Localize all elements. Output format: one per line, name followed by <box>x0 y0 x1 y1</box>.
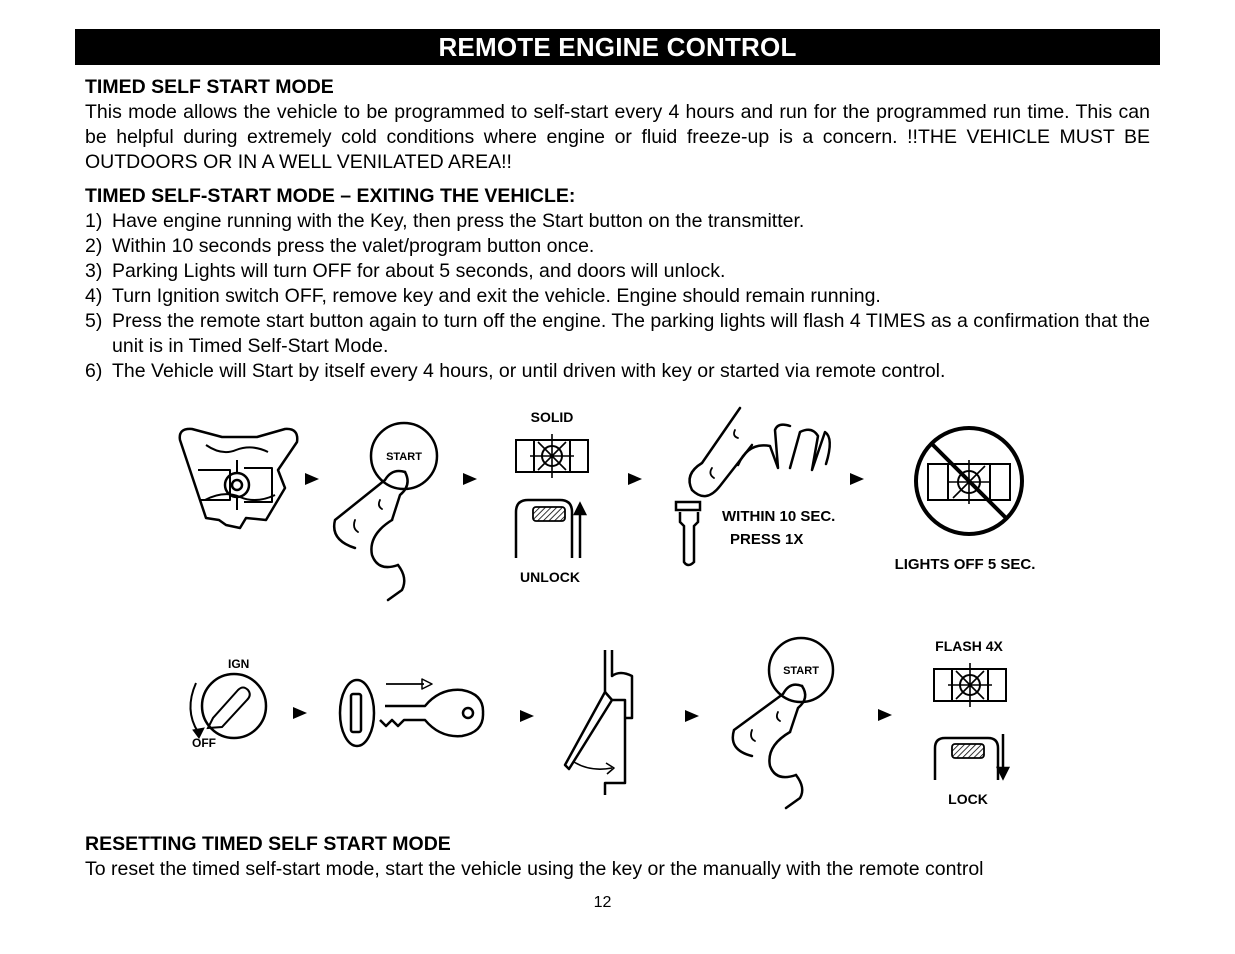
valet-button-icon <box>674 500 702 567</box>
step-text: Turn Ignition switch OFF, remove key and… <box>112 285 881 307</box>
step-number: 6) <box>85 360 103 382</box>
key-remove-icon <box>338 678 485 748</box>
arrow-right-icon <box>628 473 642 485</box>
list-item: 5) Press the remote start button again to… <box>85 309 1150 359</box>
engine-icon <box>178 427 299 530</box>
reset-body: To reset the timed self-start mode, star… <box>85 858 984 880</box>
list-item: 2) Within 10 seconds press the valet/prog… <box>85 234 1150 259</box>
step-text: Have engine running with the Key, then p… <box>112 210 805 232</box>
flash-label: FLASH 4X <box>935 638 1003 654</box>
ign-label: IGN <box>228 657 249 671</box>
list-item: 6) The Vehicle will Start by itself every… <box>85 359 1150 384</box>
intro-body: This mode allows the vehicle to be progr… <box>85 101 1150 173</box>
list-item: 3) Parking Lights will turn OFF for about… <box>85 259 1150 284</box>
start-button-label: START <box>783 665 819 677</box>
step-number: 3) <box>85 260 103 282</box>
unlock-label: UNLOCK <box>520 569 580 585</box>
arrow-right-icon <box>520 710 534 722</box>
step-text: Press the remote start button again to t… <box>112 310 1150 357</box>
page-number: 12 <box>593 894 612 911</box>
pressing-finger-icon <box>688 406 831 498</box>
step-number: 5) <box>85 310 103 332</box>
step-number: 2) <box>85 235 103 257</box>
solid-label: SOLID <box>531 409 574 425</box>
procedure-diagram: START SOLID UNLOCK WITHIN 10 SEC. PRESS … <box>178 406 1036 810</box>
arrow-right-icon <box>878 709 892 721</box>
lights-off-icon <box>914 426 1024 536</box>
arrow-right-icon <box>850 473 864 485</box>
parking-light-icon <box>933 663 1007 707</box>
intro-heading: TIMED SELF START MODE <box>85 76 334 98</box>
start-button-label: START <box>386 451 422 463</box>
list-item: 1) Have engine running with the Key, then… <box>85 209 1150 234</box>
arrow-right-icon <box>685 710 699 722</box>
press-label: PRESS 1X <box>730 531 803 548</box>
lights-off-label: LIGHTS OFF 5 SEC. <box>895 556 1036 573</box>
ignition-switch-icon <box>189 672 268 740</box>
step-text: Within 10 seconds press the valet/progra… <box>112 235 595 257</box>
within-label: WITHIN 10 SEC. <box>722 508 835 525</box>
arrow-right-icon <box>305 473 319 485</box>
exit-steps-list: 1) Have engine running with the Key, then… <box>85 209 1150 384</box>
pointing-finger-icon <box>731 683 807 810</box>
step-text: Parking Lights will turn OFF for about 5… <box>112 260 726 282</box>
step-text: The Vehicle will Start by itself every 4… <box>112 360 946 382</box>
arrow-right-icon <box>293 707 307 719</box>
reset-heading: RESETTING TIMED SELF START MODE <box>85 833 451 855</box>
reset-section: RESETTING TIMED SELF START MODE To reset… <box>85 832 1150 882</box>
step-number: 4) <box>85 285 103 307</box>
arrow-right-icon <box>463 473 477 485</box>
lock-label: LOCK <box>948 791 988 807</box>
step-number: 1) <box>85 210 103 232</box>
page-title: REMOTE ENGINE CONTROL <box>75 29 1160 65</box>
pointing-finger-icon <box>332 469 409 602</box>
car-door-icon <box>563 650 634 795</box>
main-content: TIMED SELF START MODE This mode allows t… <box>85 75 1150 384</box>
exit-heading: TIMED SELF-START MODE – EXITING THE VEHI… <box>85 185 576 207</box>
off-label: OFF <box>192 736 216 750</box>
parking-light-icon <box>515 434 589 478</box>
unlock-door-icon <box>514 498 588 558</box>
list-item: 4) Turn Ignition switch OFF, remove key a… <box>85 284 1150 309</box>
remote-start-button <box>767 636 835 704</box>
lock-door-icon <box>933 734 1011 781</box>
